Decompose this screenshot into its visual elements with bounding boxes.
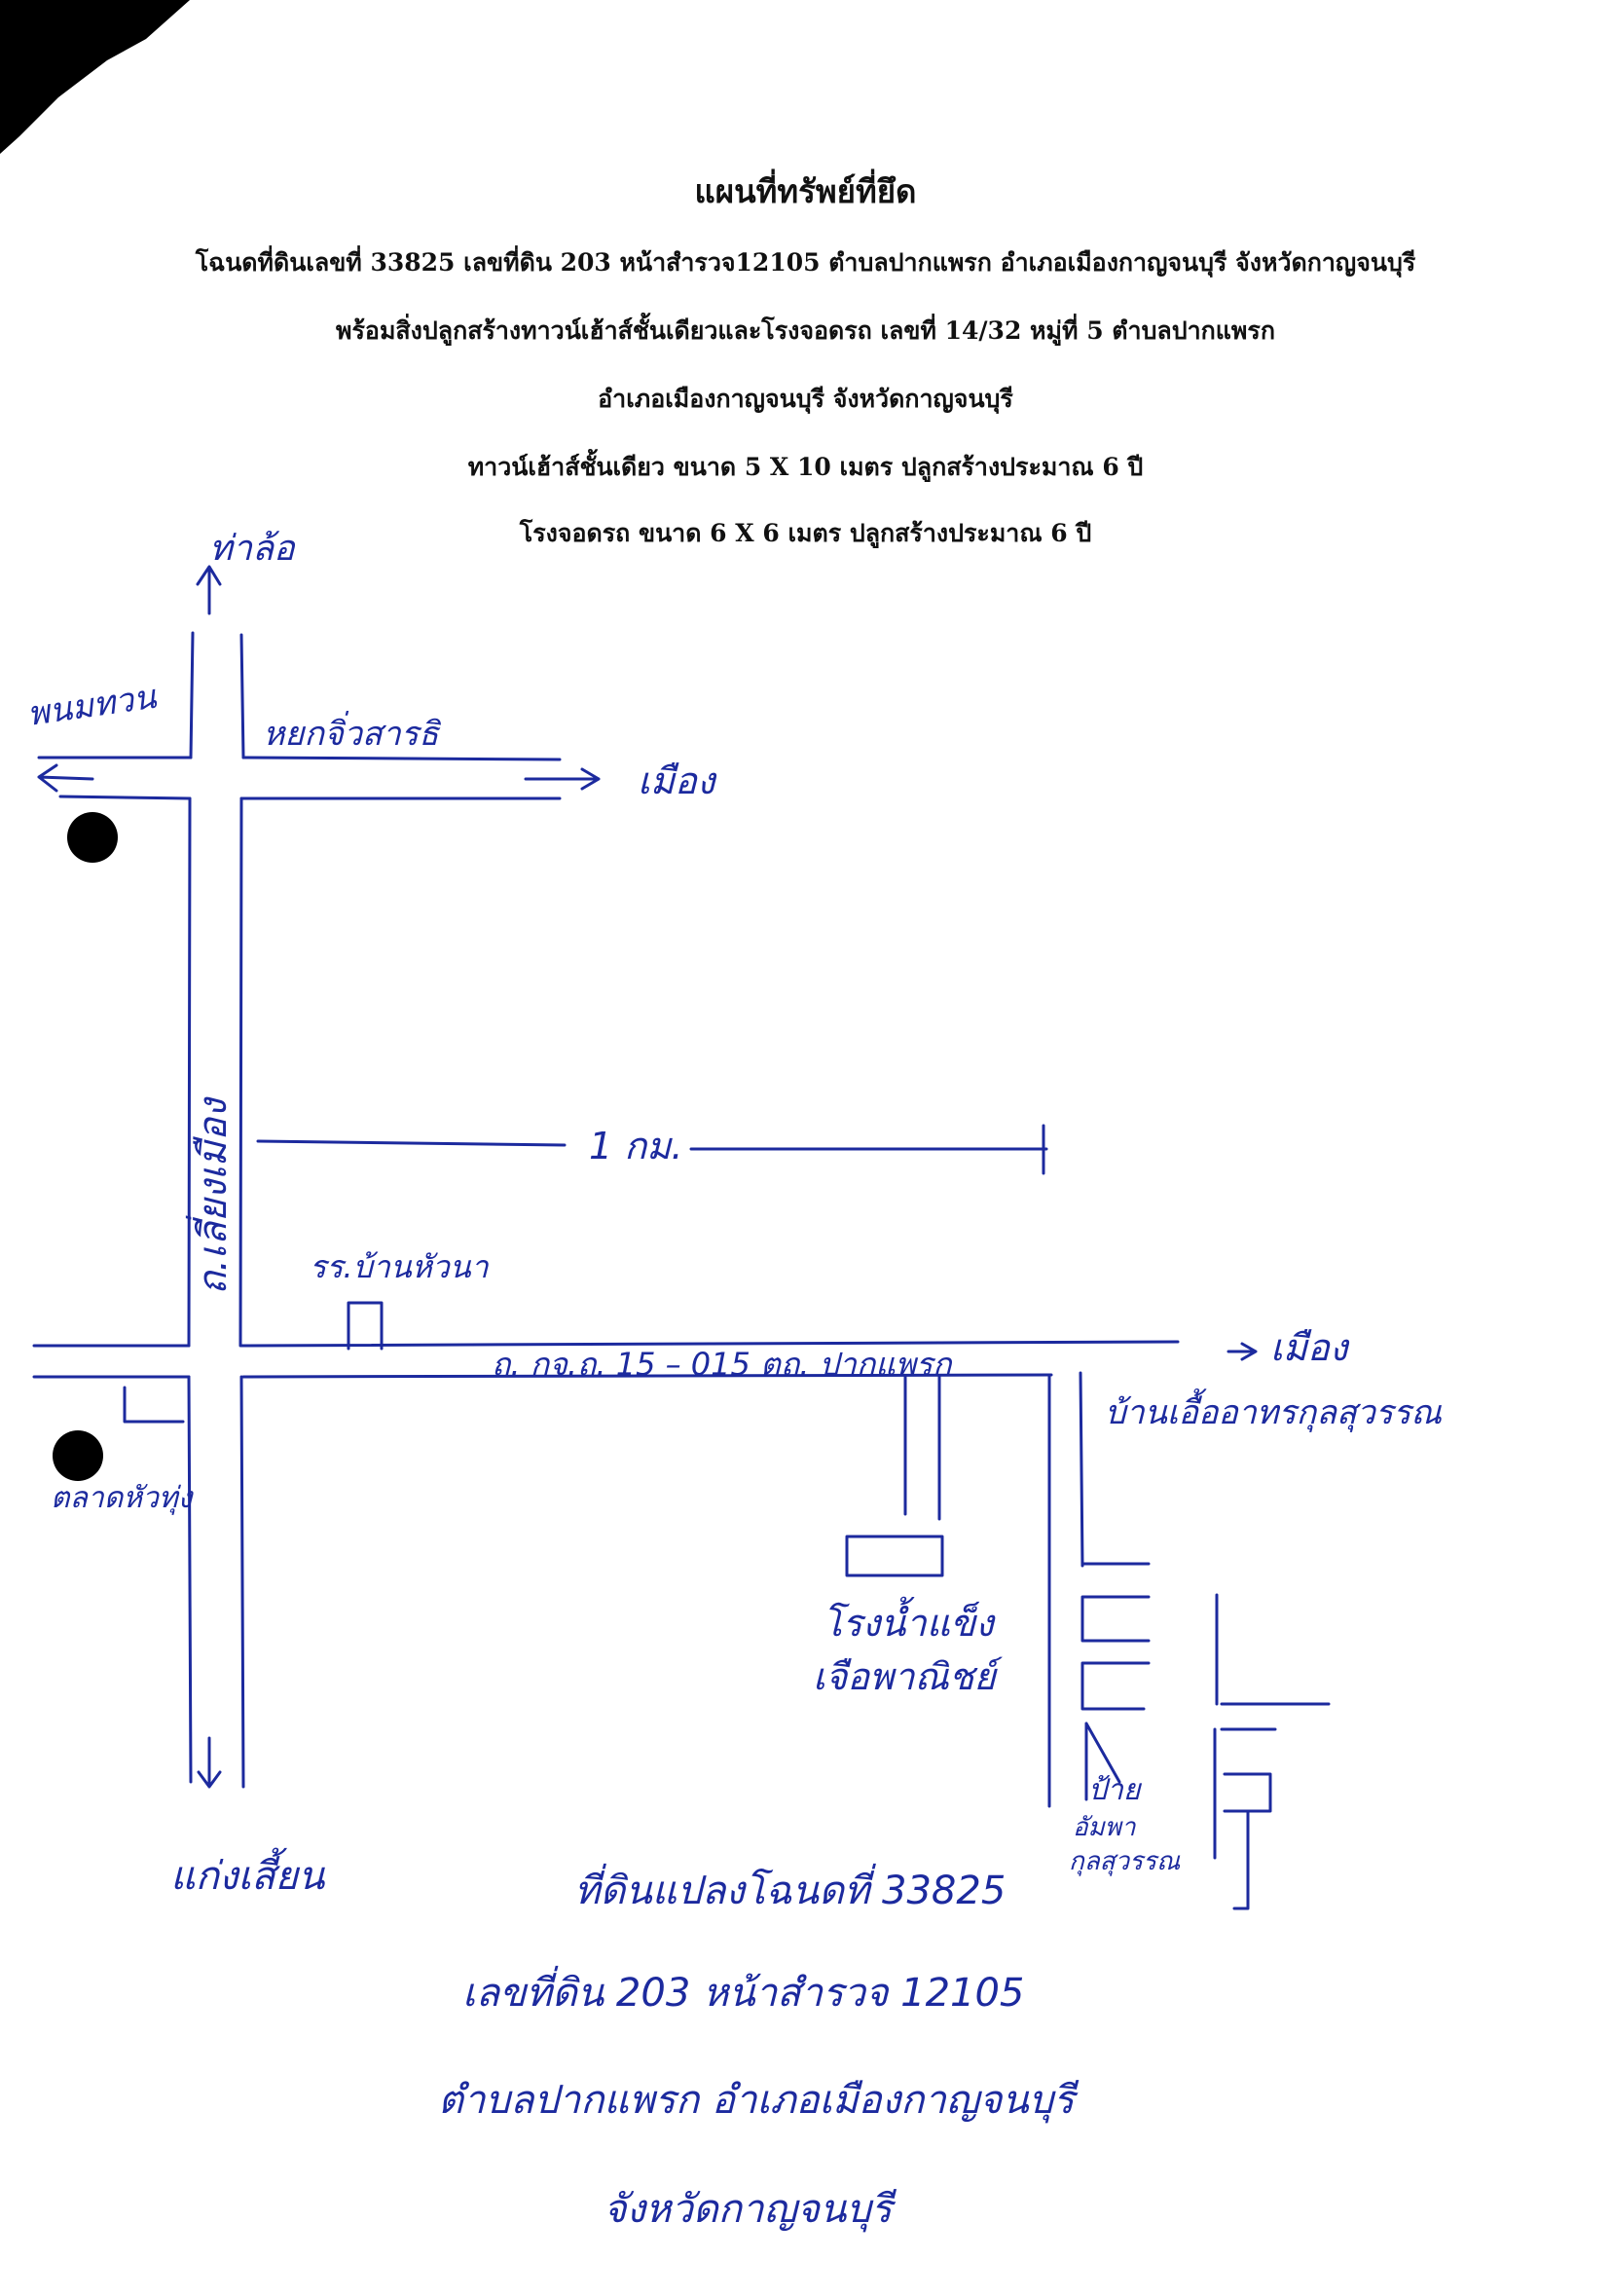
long-road-east: [1079, 1371, 1084, 1568]
block-2: [1080, 1595, 1151, 1643]
sign-label-1: ป้าย: [1088, 1773, 1143, 1807]
east-mid-label: เมือง: [1270, 1326, 1350, 1369]
parcel-outline: [1223, 1772, 1272, 1910]
school-box: [347, 1301, 384, 1351]
hospital-label: บ้านเอื้ออาทรกุลสุวรรณ: [1105, 1388, 1442, 1432]
right-road-east: [1220, 1702, 1331, 1731]
sign-label-2: อัมพา: [1073, 1813, 1137, 1842]
crossroad-1-top-right: [241, 756, 562, 761]
map-title: แผนที่ทรัพย์ที่ยึด: [694, 172, 917, 210]
parcel-caption-1: ที่ดินแปลงโฉนดที่ 33825: [574, 1863, 1006, 1913]
garage-line: โรงจอดรถ ขนาด 6 X 6 เมตร ปลูกสร้างประมาณ…: [519, 519, 1092, 547]
district-line: อำเภอเมืองกาญจนบุรี จังหวัดกาญจนบุรี: [598, 385, 1013, 413]
deed-line: โฉนดที่ดินเลขที่ 33825 เลขที่ดิน 203 หน้…: [195, 248, 1416, 277]
crossroad-2-top-right: [239, 1340, 1180, 1348]
market-box: [123, 1386, 185, 1424]
factory-label-1: โรงน้ำแข็ง: [823, 1596, 996, 1645]
right-lot: [1084, 1722, 1121, 1801]
north-arrow: [196, 565, 222, 615]
black-corner-wedge: [0, 0, 190, 154]
location-dot: [53, 1430, 103, 1481]
crossroad-1-bottom-left: [58, 795, 192, 800]
parcel-caption-2: เลขที่ดิน 203 หน้าสำรวจ 12105: [462, 1965, 1024, 2016]
side-road-label: ถ. กจ.ถ. 15 – 015 ตถ. ปากแพรก: [492, 1346, 953, 1383]
east-top-label: เมือง: [638, 759, 717, 802]
west-arrow: [37, 763, 94, 793]
crossroad-2-bottom-right: [241, 1373, 1053, 1379]
townhouse-line: ทาวน์เฮ้าส์ชั้นเดียว ขนาด 5 X 10 เมตร ปล…: [467, 453, 1144, 481]
west-top-label: พนมทวน: [25, 678, 160, 734]
crossroad-top-label: หยกจิ่วสารธิ: [263, 711, 442, 754]
right-road-west: [1213, 1593, 1219, 1860]
south-label: แก่งเสี้ยน: [170, 1847, 326, 1899]
main-road-east-edge: [238, 633, 245, 1789]
factory-label-2: เจือพาณิชย์: [813, 1655, 1004, 1698]
parcel-caption-4: จังหวัดกาญจนบุรี: [604, 2187, 897, 2233]
block-3: [1080, 1661, 1151, 1711]
factory-box: [845, 1535, 944, 1577]
south-arrow: [197, 1736, 222, 1789]
distance-line-left: [256, 1139, 567, 1147]
main-road-west-edge: [187, 631, 195, 1784]
sign-label-3: กุลสุวรรณ: [1069, 1847, 1181, 1876]
main-road-label: ถ.เลี่ยงเมือง: [185, 1096, 236, 1295]
school-label: รร.บ้านหัวนา: [310, 1248, 490, 1285]
east-arrow-mid: [1227, 1342, 1258, 1361]
parcel-caption-3: ตำบลปากแพรก อำเภอเมืองกาญจนบุรี: [438, 2078, 1080, 2124]
east-arrow-top: [524, 767, 601, 791]
distance-label: 1 กม.: [589, 1125, 682, 1167]
market-label: ตลาดหัวทุ่ง: [51, 1481, 195, 1515]
north-label: ท่าล้อ: [209, 529, 296, 569]
building-line: พร้อมสิ่งปลูกสร้างทาวน์เฮ้าส์ชั้นเดียวแล…: [336, 316, 1275, 345]
location-dot: [67, 812, 118, 863]
